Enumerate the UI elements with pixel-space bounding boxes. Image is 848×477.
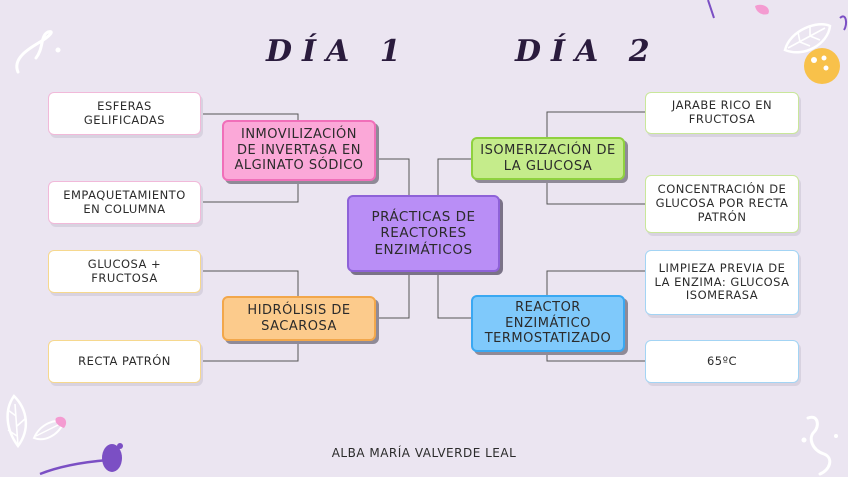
central-node: PRÁCTICAS DE REACTORES ENZIMÁTICOS [347, 195, 500, 272]
leaf-temperatura: 65ºC [645, 340, 799, 383]
leaf-recta-patron: RECTA PATRÓN [48, 340, 201, 383]
flower-icon [6, 394, 123, 476]
branch-hidrolisis: HIDRÓLISIS DE SACAROSA [222, 296, 376, 341]
leaf-jarabe-fructosa: JARABE RICO EN FRUCTOSA [645, 92, 799, 134]
dots-icon [801, 415, 838, 476]
leaf-limpieza-enzima: LIMPIEZA PREVIA DE LA ENZIMA: GLUCOSA IS… [645, 250, 799, 315]
swirl-icon [15, 30, 61, 74]
branch-reactor: REACTOR ENZIMÁTICO TERMOSTATIZADO [471, 295, 625, 352]
leaf-glucosa-fructosa: GLUCOSA + FRUCTOSA [48, 250, 201, 293]
day-2-heading: DÍA 2 [515, 34, 660, 69]
author-name: ALBA MARÍA VALVERDE LEAL [331, 446, 517, 460]
leaf-icon [707, 0, 848, 84]
branch-isomerizacion: ISOMERIZACIÓN DE LA GLUCOSA [471, 137, 625, 180]
leaf-empaquetamiento: EMPAQUETAMIENTO EN COLUMNA [48, 181, 201, 224]
leaf-esferas-gelificadas: ESFERAS GELIFICADAS [48, 92, 201, 135]
leaf-concentracion-glucosa: CONCENTRACIÓN DE GLUCOSA POR RECTA PATRÓ… [645, 175, 799, 233]
branch-inmovilizacion: INMOVILIZACIÓN DE INVERTASA EN ALGINATO … [222, 120, 376, 181]
day-1-heading: DÍA 1 [266, 34, 411, 69]
